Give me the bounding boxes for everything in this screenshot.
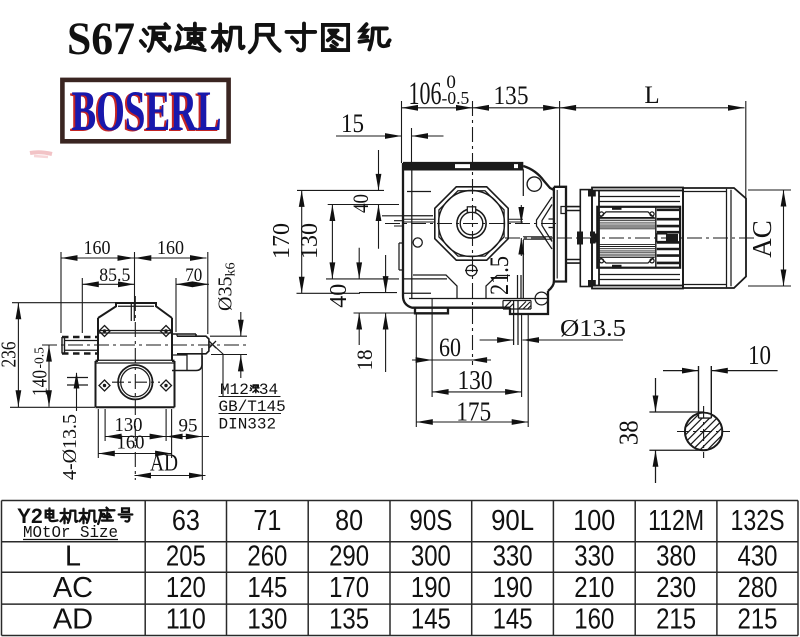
svg-text:130: 130: [115, 414, 143, 436]
svg-text:Y2: Y2: [17, 505, 43, 528]
svg-text:15: 15: [341, 109, 364, 138]
svg-text:L: L: [644, 82, 659, 109]
svg-text:230: 230: [656, 572, 696, 604]
svg-text:AD: AD: [53, 604, 93, 636]
svg-text:S67: S67: [67, 13, 135, 65]
svg-text:190: 190: [493, 572, 533, 604]
svg-text:DIN332: DIN332: [219, 416, 277, 434]
svg-text:160: 160: [84, 237, 111, 259]
svg-text:38: 38: [613, 420, 643, 445]
svg-text:M12: M12: [220, 381, 249, 399]
svg-text:AD: AD: [150, 451, 178, 477]
svg-text:63: 63: [172, 505, 200, 537]
svg-text:380: 380: [656, 541, 696, 573]
svg-text:170: 170: [269, 223, 295, 259]
svg-text:AC: AC: [747, 220, 777, 258]
svg-text:210: 210: [574, 572, 614, 604]
svg-text:MOtOr Size: MOtOr Size: [23, 524, 118, 543]
svg-text:215: 215: [656, 604, 696, 636]
svg-text:GB/T145: GB/T145: [219, 398, 286, 416]
svg-text:145: 145: [411, 604, 451, 636]
svg-text:330: 330: [574, 541, 614, 573]
svg-text:4-Ø13.5: 4-Ø13.5: [59, 414, 81, 480]
svg-text:170: 170: [329, 572, 369, 604]
svg-text:145: 145: [493, 604, 533, 636]
svg-text:-0.5: -0.5: [442, 88, 470, 108]
svg-text:18: 18: [352, 350, 377, 371]
svg-text:112M: 112M: [648, 505, 704, 537]
svg-text:90S: 90S: [409, 505, 452, 537]
svg-text:L: L: [65, 541, 81, 573]
svg-text:85.5: 85.5: [99, 265, 130, 286]
svg-text:330: 330: [493, 541, 533, 573]
svg-text:130: 130: [247, 604, 287, 636]
svg-text:40: 40: [326, 284, 352, 308]
svg-text:10: 10: [748, 340, 771, 370]
svg-text:120: 120: [166, 572, 206, 604]
svg-text:145: 145: [247, 572, 287, 604]
svg-text:100: 100: [573, 505, 615, 537]
svg-text:236: 236: [0, 342, 21, 368]
svg-text:175: 175: [456, 397, 491, 427]
svg-text:160: 160: [117, 432, 145, 454]
svg-text:135: 135: [494, 81, 529, 110]
svg-text:190: 190: [411, 572, 451, 604]
svg-text:BOSERL: BOSERL: [72, 80, 222, 143]
svg-text:Ø13.5: Ø13.5: [560, 316, 626, 342]
svg-text:290: 290: [329, 541, 369, 573]
svg-text:BOSERL: BOSERL: [70, 81, 220, 144]
svg-text:135: 135: [329, 604, 369, 636]
svg-text:106: 106: [409, 76, 442, 112]
svg-text:80: 80: [335, 505, 363, 537]
svg-text:132S: 132S: [731, 505, 785, 537]
svg-text:140: 140: [28, 370, 52, 396]
svg-text:280: 280: [738, 572, 778, 604]
svg-text:205: 205: [166, 541, 206, 573]
svg-text:70: 70: [185, 265, 202, 286]
svg-text:160: 160: [157, 237, 184, 259]
svg-text:-0.5: -0.5: [32, 347, 47, 369]
svg-text:95: 95: [179, 416, 198, 437]
svg-text:90L: 90L: [491, 505, 534, 537]
svg-text:130: 130: [297, 223, 323, 259]
svg-text:21.5: 21.5: [485, 256, 514, 295]
svg-text:34: 34: [259, 381, 278, 399]
svg-text:40: 40: [348, 194, 373, 213]
svg-text:0: 0: [446, 72, 456, 93]
svg-text:AC: AC: [53, 572, 93, 604]
svg-text:60: 60: [439, 333, 461, 362]
svg-text:110: 110: [166, 604, 206, 636]
svg-text:130: 130: [458, 365, 493, 395]
svg-text:260: 260: [247, 541, 287, 573]
svg-text:300: 300: [411, 541, 451, 573]
svg-text:430: 430: [738, 541, 778, 573]
svg-text:215: 215: [738, 604, 778, 636]
svg-text:71: 71: [253, 505, 281, 537]
svg-text:160: 160: [574, 604, 614, 636]
